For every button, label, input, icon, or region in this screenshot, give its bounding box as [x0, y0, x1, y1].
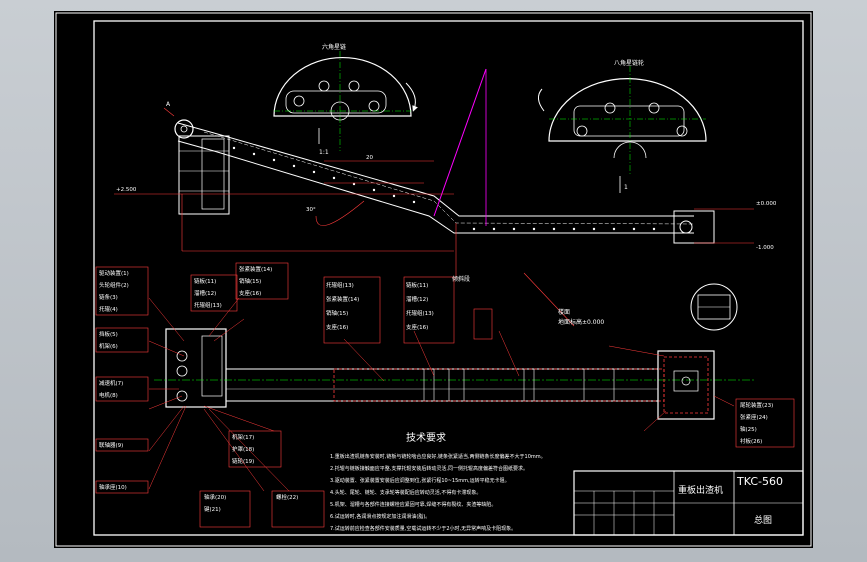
detail-circle [690, 283, 738, 331]
callout-left-0: 驱动装置(1) [99, 269, 129, 277]
callout-left-2: 链条(3) [99, 293, 118, 301]
callout-mid-4: 销轴(15) [239, 277, 261, 285]
tech-req-6: 6.试运转时,各润滑点按规定加注润滑油(脂)。 [330, 513, 430, 520]
callout-bottom-0: 机架(17) [232, 433, 254, 441]
callout-left-4: 挡板(5) [99, 330, 118, 338]
tech-req-5: 5.机架、溜槽与各部件连接螺栓应紧固可靠,焊缝不得有裂纹、夹渣等缺陷。 [330, 501, 496, 508]
callout-bottom-1: 护罩(18) [232, 445, 254, 453]
elevation-right-bottom: -1.000 [756, 245, 774, 251]
callout-right-3: 衬板(26) [740, 437, 762, 445]
slope-label: 倾斜段 [452, 275, 470, 283]
callout-left-7: 电机(8) [99, 391, 118, 399]
callout-left-5: 机架(6) [99, 342, 118, 350]
callout-right-1: 张紧座(24) [740, 413, 768, 421]
tech-req-1: 1.重板出渣机链条安装时,链板与链轮啮合应良好,链条张紧适当,两侧链条长度偏差不… [330, 453, 546, 460]
head-sprocket [174, 119, 194, 139]
callout-bottom-4: 键(21) [204, 505, 221, 513]
callout-boxes-left [95, 266, 149, 494]
plan-conveyor [225, 368, 659, 402]
callout-mid-2: 托辊组(13) [194, 301, 222, 309]
tech-req-7: 7.试运转前应检查各部件安装质量,空载试运转不少于2小时,无异常声响及卡阻现象。 [330, 525, 516, 532]
callout-bottom-3: 轴承(20) [204, 493, 226, 501]
callouts-left: 驱动装置(1) 头轮组件(2) 链条(3) 托辊(4) 挡板(5) 机架(6) … [99, 269, 129, 491]
tech-req-2: 2.托辊与链板接触面应平整,支撑托辊安装后转动灵活,同一侧托辊高度偏差符合图纸要… [330, 465, 528, 472]
svg-text:托辊组(13): 托辊组(13) [326, 281, 354, 289]
callouts-bottom: 机架(17) 护罩(18) 链轮(19) 轴承(20) 键(21) 螺栓(22) [204, 433, 298, 513]
inner-frame [93, 20, 804, 536]
callouts-right: 尾轮装置(23) 张紧座(24) 轴(25) 衬板(26) [740, 401, 773, 445]
svg-text:托辊组(13): 托辊组(13) [406, 309, 434, 317]
outer-frame [55, 12, 812, 547]
callout-bottom-2: 链轮(19) [232, 457, 254, 465]
callout-mid-0: 链板(11) [194, 277, 216, 285]
svg-text:张紧装置(14): 张紧装置(14) [326, 295, 359, 303]
callout-right-2: 轴(25) [740, 425, 757, 433]
tech-req-3: 3.驱动装置、张紧装置安装后应调整到位,张紧行程10~15mm,运转平稳无卡阻。 [330, 477, 510, 484]
floor-note: 楼面 [558, 308, 570, 316]
callout-mid-5: 支座(16) [239, 289, 261, 297]
dim-angle: 30° [306, 207, 316, 213]
title-block: TKC-560 重板出渣机 总图 [573, 470, 804, 536]
tech-requirements: 技术要求 1.重板出渣机链条安装时,链板与链轮啮合应良好,链条张紧适当,两侧链条… [330, 431, 546, 532]
ground-note: 地面标高±0.000 [558, 318, 604, 326]
plan-tail-box [657, 350, 715, 420]
callout-left-8: 联轴器(9) [99, 441, 123, 449]
section-ref: 1:1 [319, 149, 329, 156]
elevation-top-left: +2.500 [116, 187, 137, 193]
drawing-title: 总图 [754, 514, 772, 526]
svg-text:销轴(15): 销轴(15) [326, 309, 348, 317]
chain-path [203, 131, 695, 225]
callout-left-6: 减速机(7) [99, 379, 123, 387]
callout-right-0: 尾轮装置(23) [740, 401, 773, 409]
callout-mid-1: 溜槽(12) [194, 289, 216, 297]
svg-text:链板(11): 链板(11) [406, 281, 428, 289]
dim-span: 20 [366, 155, 373, 161]
svg-text:支座(16): 支座(16) [326, 323, 348, 331]
tail-sprocket [679, 220, 693, 234]
rollers [232, 146, 656, 231]
view-a-label: A [166, 101, 171, 108]
conveyor-bottom-chord [177, 140, 694, 234]
callout-left-9: 轴承座(10) [99, 483, 127, 491]
side-elevation [114, 68, 754, 327]
drive-sprocket-view-label: 六角星链 [322, 43, 346, 51]
drawing-sheet: 驱动装置(1) 头轮组件(2) 链条(3) 托辊(4) 挡板(5) 机架(6) … [55, 12, 812, 547]
plan-view [148, 297, 754, 492]
tech-req-4: 4.头轮、尾轮、链轮、支承轮等装配后应转动灵活,不得有卡滞现象。 [330, 489, 481, 496]
tail-sprocket-view-label: 八角星链轮 [614, 59, 644, 67]
head-frame [178, 135, 230, 215]
tech-req-heading: 技术要求 [406, 431, 446, 444]
cad-viewport[interactable]: 驱动装置(1) 头轮组件(2) 链条(3) 托辊(4) 挡板(5) 机架(6) … [54, 11, 813, 548]
tail-sprocket-detail [538, 66, 707, 193]
drawing-number: TKC-560 [736, 475, 783, 488]
callout-left-1: 头轮组件(2) [99, 281, 129, 289]
svg-text:溜槽(12): 溜槽(12) [406, 295, 428, 303]
product-name: 重板出渣机 [678, 484, 723, 496]
conveyor-top-chord [177, 122, 694, 217]
callout-left-3: 托辊(4) [99, 305, 118, 313]
head-frame-inner [201, 138, 225, 210]
callout-mid-3: 张紧装置(14) [239, 265, 272, 273]
elevation-right-top: ±0.000 [756, 201, 777, 207]
slope-reference-line [433, 68, 487, 217]
angle-arc [315, 200, 365, 226]
view-1-label: 1 [624, 184, 628, 191]
svg-text:支座(16): 支座(16) [406, 323, 428, 331]
drive-sprocket-detail [273, 51, 418, 151]
callouts-mid: 链板(11) 溜槽(12) 托辊组(13) 张紧装置(14) 销轴(15) 支座… [194, 265, 272, 309]
callout-bottom-5: 螺栓(22) [276, 493, 298, 501]
plan-drive-box [165, 328, 227, 408]
